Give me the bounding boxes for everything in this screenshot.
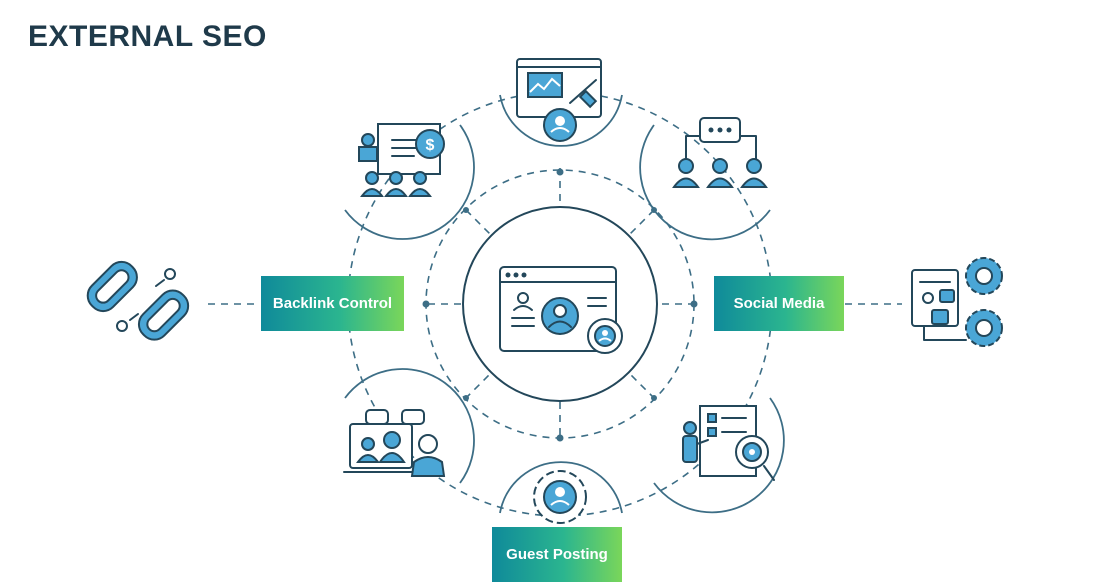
- team-chat-icon: [672, 117, 768, 188]
- guest-posting-label: Guest Posting: [492, 527, 622, 582]
- profile-window-icon: [499, 266, 623, 354]
- finance-presentation-icon: $: [358, 123, 445, 197]
- broken-chain-icon: [86, 260, 190, 341]
- gear-devices-icon: [911, 257, 1003, 347]
- svg-text:$: $: [426, 137, 435, 154]
- target-analysis-icon: [682, 405, 775, 481]
- backlink-control-label: Backlink Control: [261, 276, 404, 331]
- outer-bubbles: [344, 94, 785, 514]
- social-media-label: Social Media: [714, 276, 844, 331]
- page-title: EXTERNAL SEO: [28, 20, 267, 53]
- video-call-icon: [343, 409, 446, 477]
- analytics-monitor-icon: [516, 58, 602, 142]
- user-gear-icon: [533, 470, 587, 524]
